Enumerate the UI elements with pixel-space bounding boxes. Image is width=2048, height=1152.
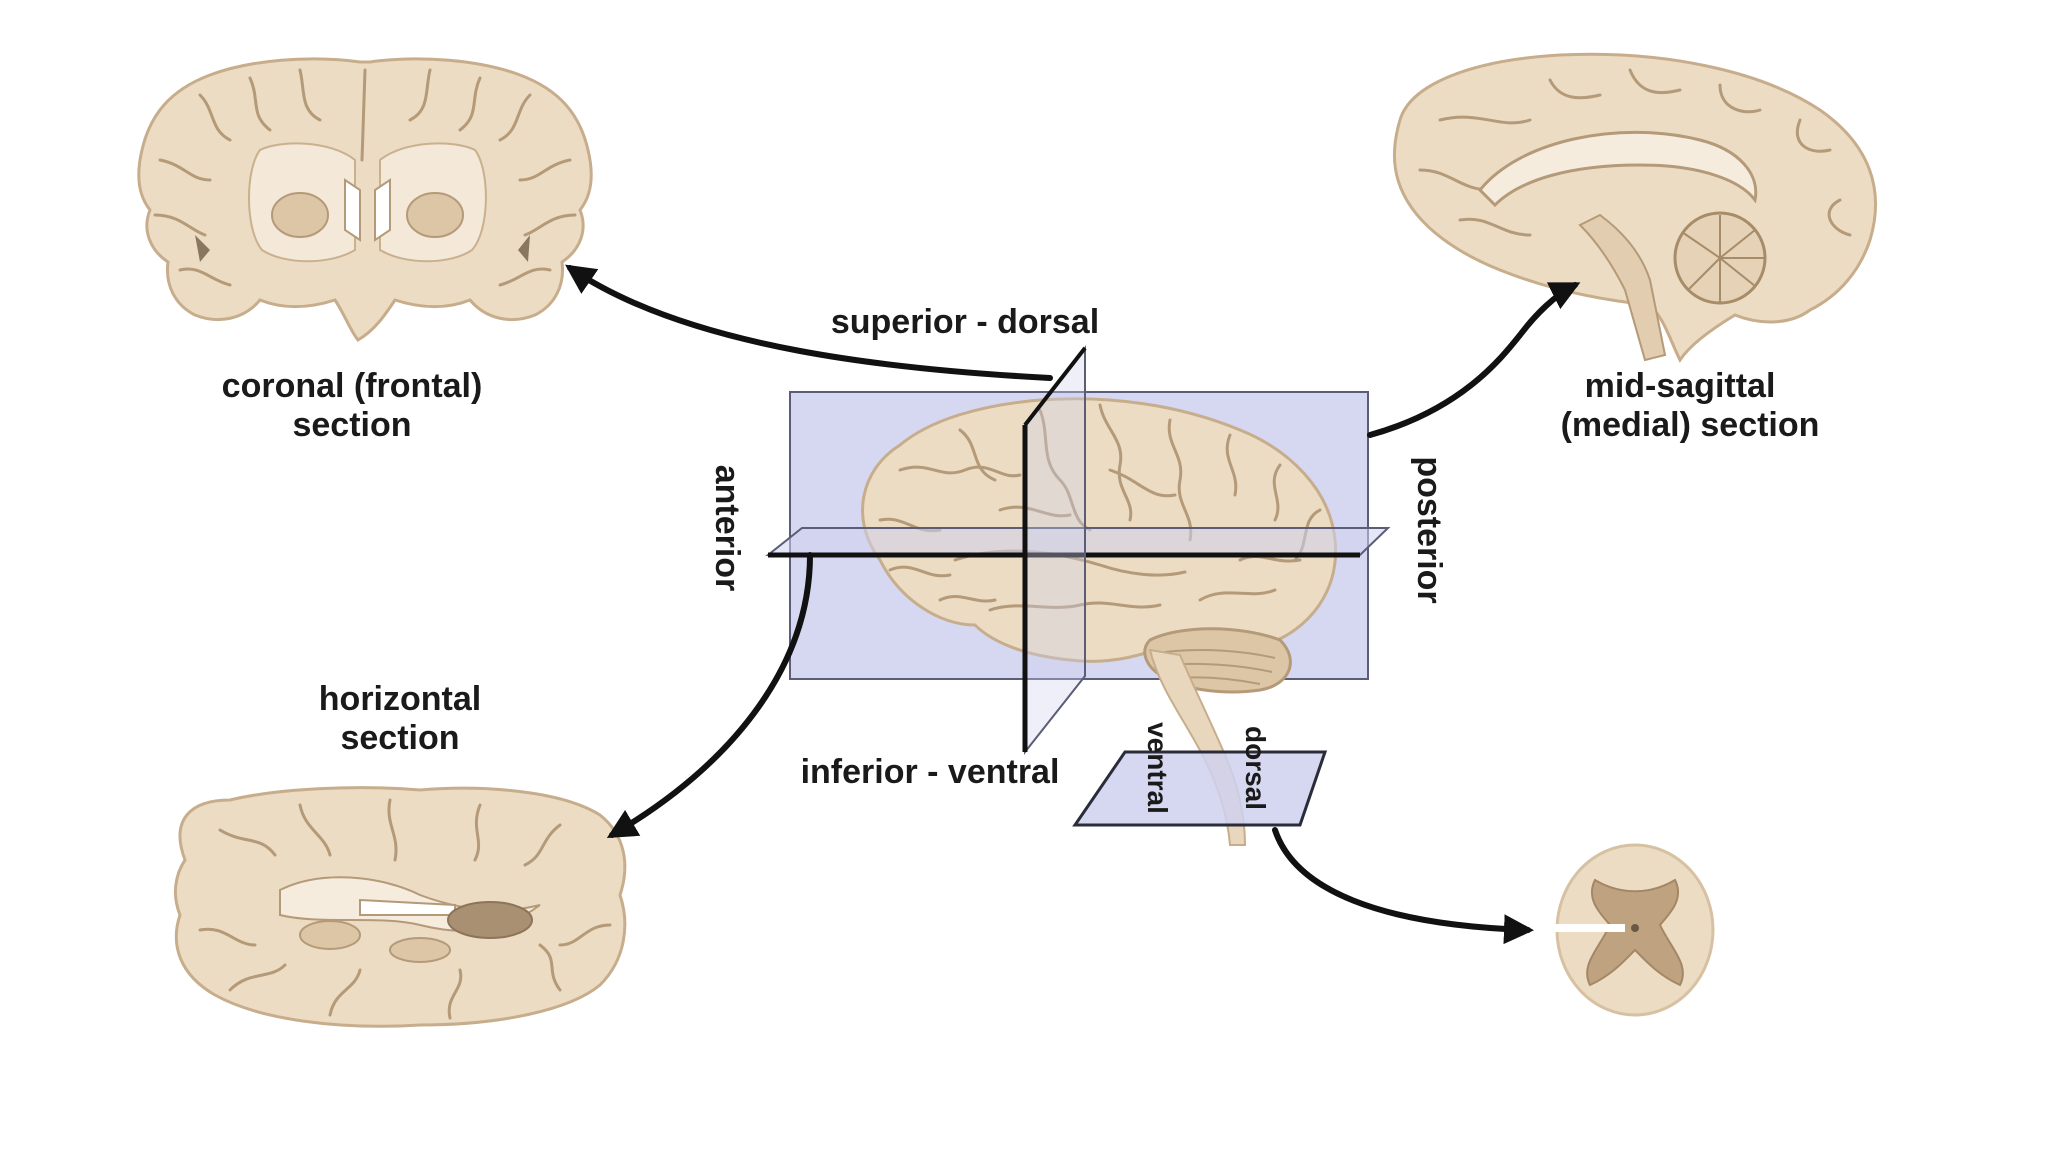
horizontal-section-image [173,786,627,1028]
posterior-label: posterior [1410,456,1448,603]
mid-sagittal-section-image [1392,52,1878,363]
spinal-cord-transverse-plane [1072,750,1328,827]
spinal-cord-cross-section-image [1555,843,1715,1017]
arrow-to-mid-sagittal [1367,282,1581,438]
arrow-to-spinal-cord [1272,827,1534,945]
spinal-dorsal-label: dorsal [1240,726,1271,810]
horizontal-section-subtitle: section [340,719,459,757]
superior-dorsal-label: superior - dorsal [831,303,1099,341]
spinal-ventral-label: ventral [1142,722,1173,814]
arrow-to-coronal [565,264,1053,381]
arrow-to-horizontal [606,552,813,839]
coronal-section-image [137,57,593,342]
horizontal-plane [765,527,1391,558]
coronal-section-subtitle: section [292,406,411,444]
mid-sagittal-section-subtitle: (medial) section [1561,406,1820,444]
inferior-ventral-label: inferior - ventral [801,753,1060,791]
mid-sagittal-section-title: mid-sagittal [1585,367,1776,405]
coronal-section-title: coronal (frontal) [222,367,483,405]
anterior-label: anterior [708,465,746,592]
coronal-plane [1022,345,1087,755]
horizontal-section-title: horizontal [319,680,481,718]
